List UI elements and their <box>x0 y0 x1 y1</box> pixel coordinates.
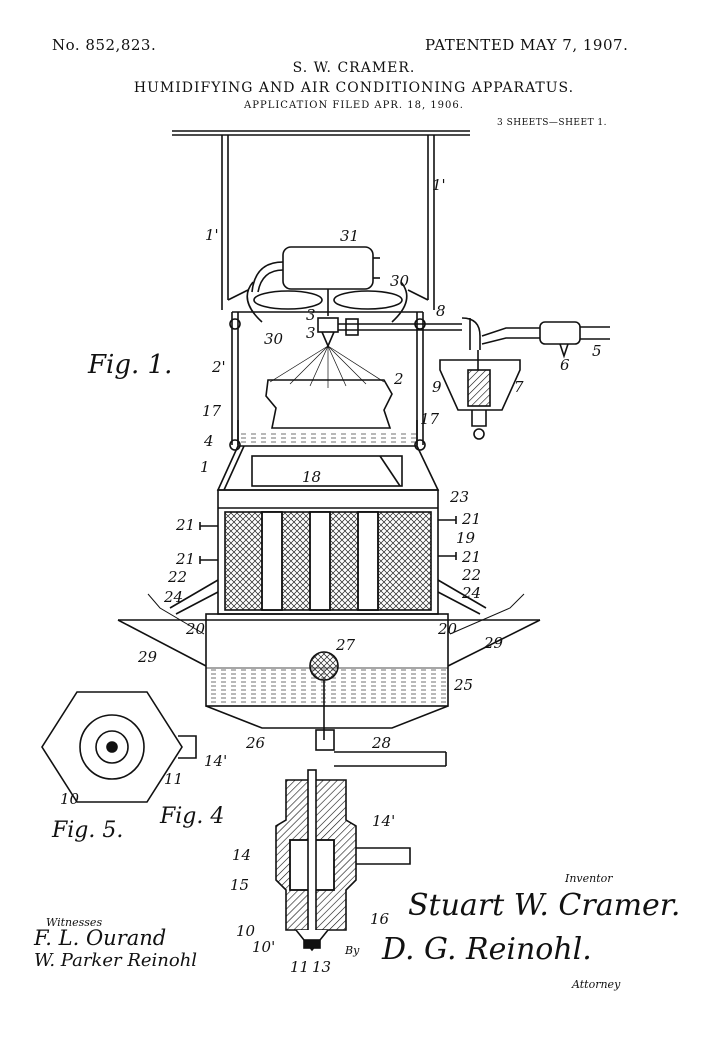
cone-section <box>216 445 440 491</box>
numeral-22-right: 22 <box>461 566 481 584</box>
spray-cone <box>269 345 385 388</box>
strainer <box>439 350 521 440</box>
numeral-15: 15 <box>230 876 249 894</box>
numeral-24-right: 24 <box>461 584 481 602</box>
numeral-14: 14 <box>232 846 251 864</box>
supply-pipe <box>481 321 610 359</box>
numeral-1prime-right: 1' <box>432 176 446 194</box>
numeral-9: 9 <box>432 378 442 396</box>
numeral-10-fig5: 10 <box>60 790 80 808</box>
numeral-3-lower: 3 <box>306 324 316 342</box>
valve-body <box>275 769 411 952</box>
numeral-14prime-fig4: 14' <box>372 812 395 830</box>
numeral-10-fig4: 10 <box>236 922 256 940</box>
numeral-18: 18 <box>302 468 321 486</box>
figure-4-label: Fig. 4 <box>160 804 225 829</box>
numeral-21-left-upper: 21 <box>175 516 195 534</box>
numeral-6: 6 <box>560 356 570 374</box>
application-date: APPLICATION FILED APR. 18, 1906. <box>244 100 464 111</box>
witness-signature-1: F. L. Ourand <box>34 926 167 950</box>
numeral-29-right: 29 <box>483 634 504 652</box>
numeral-30-right: 30 <box>390 272 410 290</box>
numeral-31: 31 <box>340 227 359 245</box>
numeral-7: 7 <box>514 378 524 396</box>
side-deflectors <box>169 579 487 615</box>
numeral-29-left: 29 <box>137 648 158 666</box>
water-basin <box>117 593 541 729</box>
inventor-signature: Stuart W. Cramer. <box>408 888 681 923</box>
numeral-30-left: 30 <box>264 330 284 348</box>
fan-blades <box>246 281 408 323</box>
numeral-2prime: 2' <box>211 358 226 376</box>
numeral-20-left: 20 <box>185 620 206 638</box>
numeral-21-right-upper: 21 <box>461 510 481 528</box>
numeral-10prime: 10' <box>252 938 275 956</box>
witnesses-label: Witnesses <box>46 916 103 929</box>
spray-nozzle <box>317 317 481 350</box>
top-plate <box>172 130 470 136</box>
numeral-17-right: 17 <box>420 410 440 428</box>
numeral-23: 23 <box>449 488 469 506</box>
numeral-11-fig5: 11 <box>164 770 183 788</box>
upper-housing <box>229 311 426 451</box>
witness-signature-2: W. Parker Reinohl <box>34 950 198 971</box>
inventor-name: S. W. CRAMER. <box>292 60 416 76</box>
numeral-26: 26 <box>245 734 266 752</box>
numeral-25: 25 <box>453 676 473 694</box>
numeral-22-left: 22 <box>167 568 187 586</box>
numeral-17-left: 17 <box>202 402 222 420</box>
numeral-3-upper: 3 <box>306 306 316 324</box>
numeral-1: 1 <box>200 458 210 476</box>
patent-title: HUMIDIFYING AND AIR CONDITIONING APPARAT… <box>133 80 575 96</box>
reference-numerals: 1' 1' 31 30 30 3 3 8 5 6 2' 2 9 7 17 17 … <box>60 176 602 976</box>
numeral-8: 8 <box>436 302 446 320</box>
patent-date: PATENTED MAY 7, 1907. <box>425 36 629 54</box>
numeral-13: 13 <box>312 958 331 976</box>
motor <box>251 246 380 293</box>
drain-pipe <box>315 729 447 767</box>
numeral-21-left-lower: 21 <box>175 550 195 568</box>
numeral-27: 27 <box>335 636 356 654</box>
numeral-28: 28 <box>371 734 391 752</box>
numeral-11-fig4: 11 <box>290 958 309 976</box>
numeral-19: 19 <box>456 529 476 547</box>
numeral-20-right: 20 <box>437 620 458 638</box>
numeral-2: 2 <box>393 370 404 388</box>
figure-5-label: Fig. 5. <box>52 818 124 843</box>
numeral-4: 4 <box>203 432 214 450</box>
sheet-count: 3 SHEETS—SHEET 1. <box>497 118 608 128</box>
attorney-label: Attorney <box>572 978 621 991</box>
patent-number: No. 852,823. <box>52 36 157 54</box>
filter-box <box>217 489 439 615</box>
spray-element <box>265 379 393 429</box>
numeral-24-left: 24 <box>163 588 183 606</box>
numeral-16: 16 <box>370 910 390 928</box>
numeral-14prime-fig5: 14' <box>204 752 227 770</box>
thumb-screws <box>199 516 457 564</box>
figure-1-label: Fig. 1. <box>88 350 173 380</box>
fig5-hex-nut <box>41 691 197 803</box>
numeral-21-right-lower: 21 <box>461 548 481 566</box>
by-label: By <box>345 944 360 957</box>
numeral-5: 5 <box>592 342 602 360</box>
inventor-label: Inventor <box>565 872 613 885</box>
hanger-rods <box>221 135 435 310</box>
attorney-signature: D. G. Reinohl. <box>382 932 592 967</box>
trough <box>237 420 418 447</box>
numeral-1prime-left: 1' <box>205 226 219 244</box>
